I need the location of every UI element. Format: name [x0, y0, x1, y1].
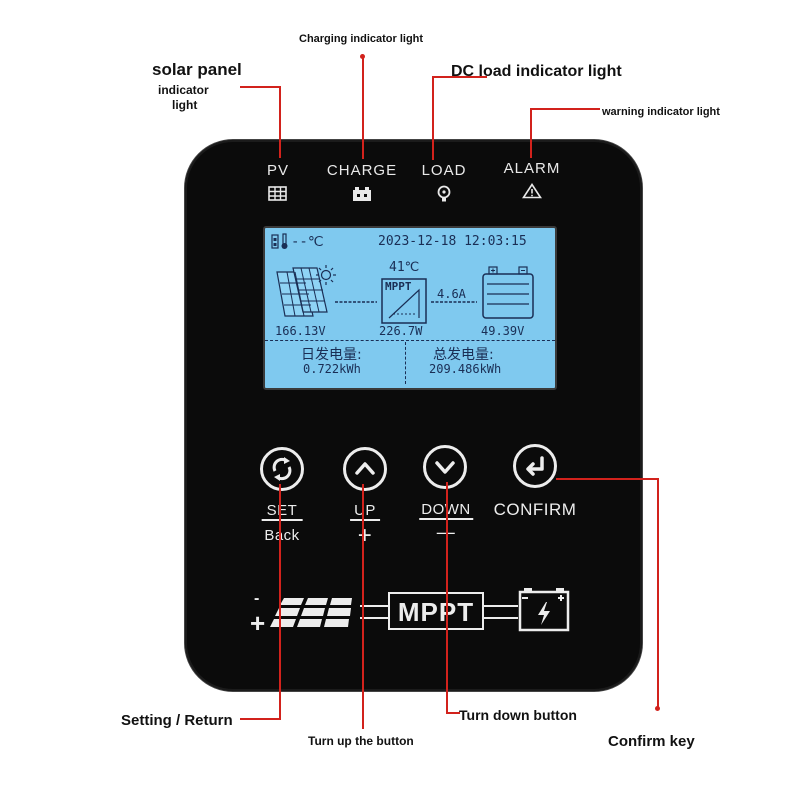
leader-confirm-dot	[655, 706, 660, 711]
lcd-power: 226.7W	[379, 324, 423, 338]
solar-panel-callout-sub2: light	[172, 98, 198, 112]
lcd-sun-icon	[316, 265, 336, 285]
lcd-solar-panel-icon	[276, 267, 328, 317]
leader-set-v	[279, 484, 281, 720]
diagram-plus: +	[250, 608, 266, 638]
lcd-vertical-divider	[405, 342, 407, 384]
warning-indicator-callout: warning indicator light	[602, 106, 720, 118]
leader-alarm-h	[530, 108, 600, 110]
back-label: Back	[264, 527, 300, 544]
lcd-battery-voltage: 49.39V	[481, 324, 525, 338]
leader-load-h	[432, 76, 487, 78]
lcd-divider	[265, 340, 555, 342]
solar-panel-callout: solar panel	[152, 60, 242, 79]
lcd-flow-lines	[335, 301, 477, 303]
solar-panel-callout-sub: indicator	[158, 83, 209, 97]
leader-confirm-v	[657, 478, 659, 708]
leader-down-v	[446, 482, 448, 714]
minus-label: —	[437, 522, 456, 543]
charging-indicator-callout: Charging indicator light	[299, 33, 424, 45]
leader-solar-v	[279, 86, 281, 158]
lcd-daily-value: 0.722kWh	[303, 362, 361, 376]
lcd-total-label: 总发电量:	[433, 347, 494, 363]
diagram-mppt-box: MPPT	[388, 592, 484, 630]
enter-return-icon	[526, 456, 544, 476]
set-label: SET	[261, 502, 303, 521]
plus-label: +	[357, 522, 373, 549]
lcd-temperature: --℃	[291, 234, 324, 250]
leader-up-v	[362, 484, 364, 729]
leader-charge-dot	[360, 54, 365, 59]
dc-load-callout: DC load indicator light	[451, 63, 622, 80]
warning-triangle-icon	[522, 183, 542, 199]
battery-thermometer-icon	[271, 233, 288, 249]
leader-solar-h	[240, 86, 280, 88]
leader-alarm-v	[530, 108, 532, 158]
diagram-connectors	[360, 605, 518, 619]
bulb-icon	[437, 185, 451, 202]
lcd-daily-label: 日发电量:	[301, 347, 362, 363]
lcd-total-value: 209.486kWh	[429, 362, 502, 376]
confirm-key-callout: Confirm key	[608, 733, 695, 750]
confirm-button[interactable]	[513, 444, 557, 488]
cycle-icon	[272, 457, 292, 481]
leader-charge-v	[362, 57, 364, 159]
confirm-label: CONFIRM	[493, 500, 577, 519]
leader-down-h	[446, 712, 460, 714]
down-button[interactable]	[423, 445, 467, 489]
lcd-datetime: 2023-12-18 12:03:15	[378, 234, 527, 249]
up-label: UP	[350, 502, 380, 521]
pv-indicator-label: PV	[266, 162, 290, 179]
lcd-current: 4.6A	[437, 287, 466, 301]
up-button[interactable]	[343, 447, 387, 491]
charge-indicator-label: CHARGE	[326, 162, 398, 179]
leader-load-v	[432, 76, 434, 160]
diagram-solar-panel-icon	[270, 598, 352, 627]
diagram-battery-icon	[518, 588, 570, 632]
chevron-down-icon	[435, 461, 455, 474]
alarm-indicator-label: ALARM	[503, 160, 561, 177]
turn-down-callout: Turn down button	[459, 707, 577, 723]
lcd-mppt-label: MPPT	[385, 280, 412, 293]
lcd-controller-temp: 41℃	[389, 260, 420, 275]
diagram-minus: -	[254, 590, 260, 607]
solar-grid-icon	[268, 186, 287, 201]
lcd-display: --℃ 2023-12-18 12:03:15 41℃ MPP	[263, 226, 557, 390]
lcd-pv-voltage: 166.13V	[275, 324, 326, 338]
setting-return-callout: Setting / Return	[121, 712, 233, 729]
set-button[interactable]	[260, 447, 304, 491]
turn-up-callout: Turn up the button	[308, 734, 414, 748]
leader-confirm-h	[556, 478, 658, 480]
chevron-up-icon	[355, 462, 375, 475]
leader-set-h	[240, 718, 280, 720]
battery-charge-icon	[353, 187, 371, 201]
load-indicator-label: LOAD	[421, 162, 467, 179]
lcd-battery-icon	[482, 266, 534, 319]
lcd-mppt-box	[381, 278, 427, 324]
